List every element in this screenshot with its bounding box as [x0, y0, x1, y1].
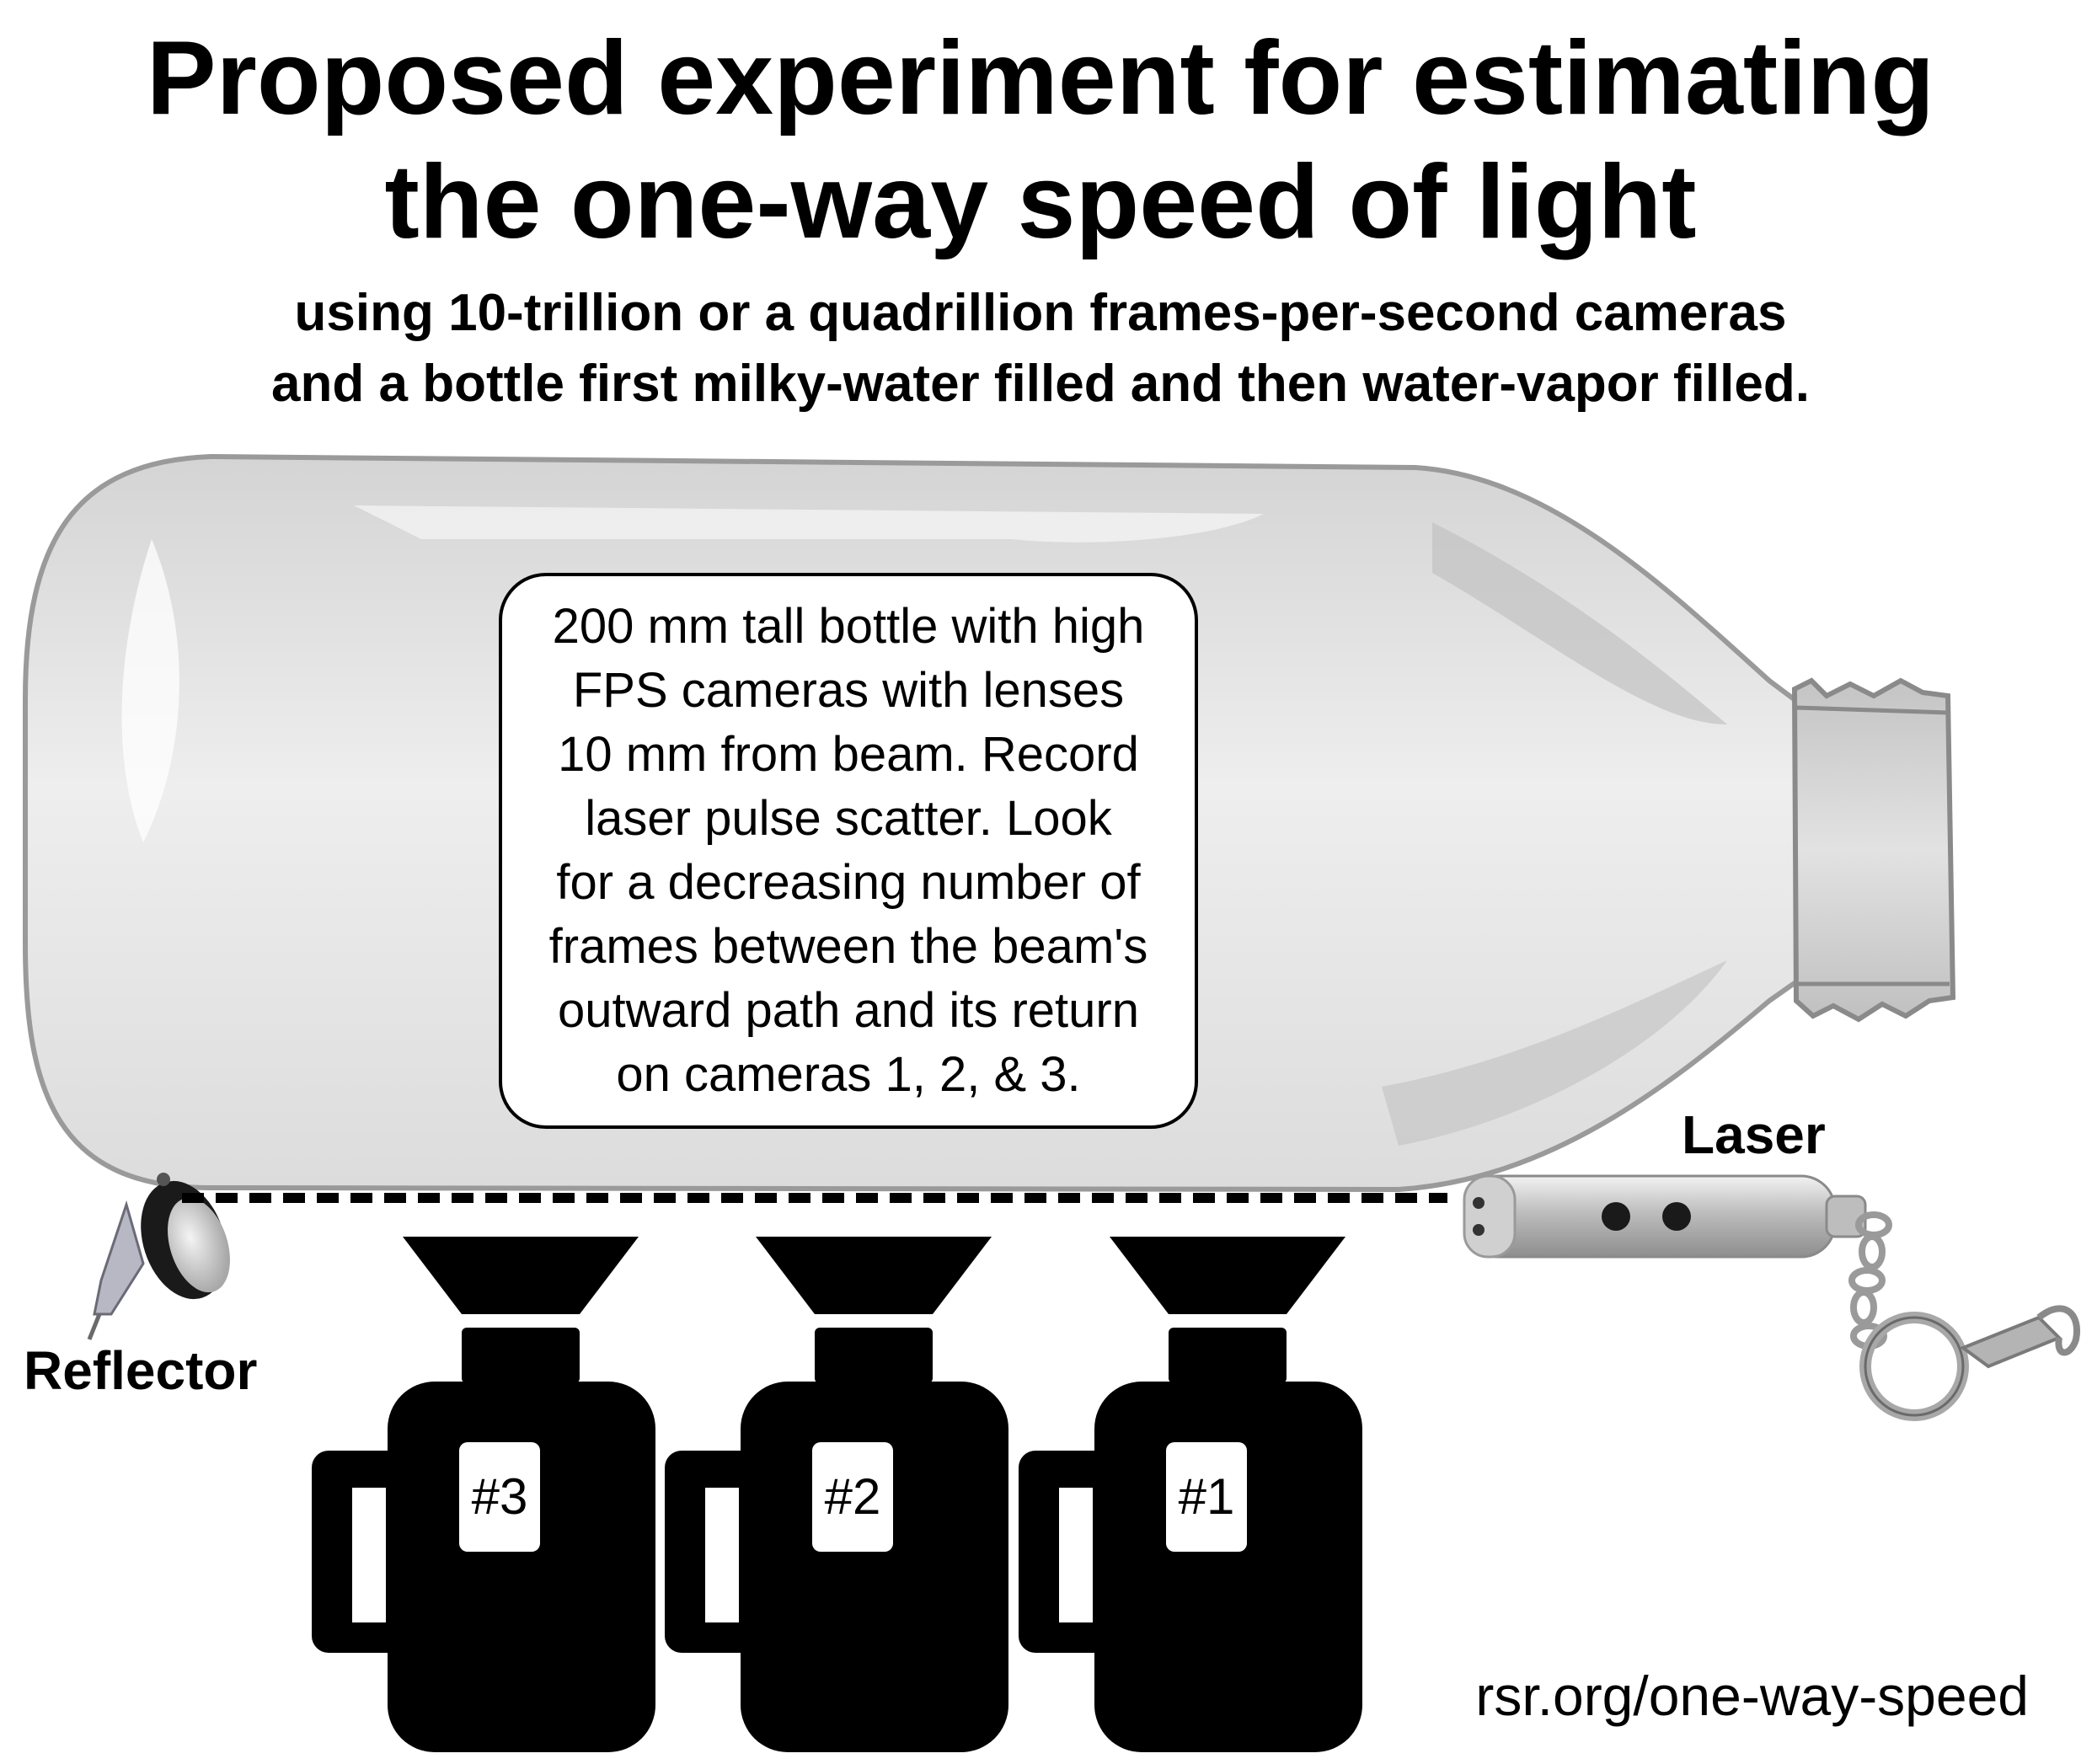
- camera-3-tag: #3: [459, 1442, 540, 1552]
- description-line: for a decreasing number of: [556, 855, 1141, 910]
- camera-3-icon: [312, 1237, 655, 1752]
- description-line: 10 mm from beam. Record: [558, 727, 1139, 782]
- subtitle-line-2: and a bottle first milky-water filled an…: [271, 355, 1810, 413]
- description-line: on cameras 1, 2, & 3.: [616, 1047, 1081, 1102]
- subtitle-line-1: using 10-trillion or a quadrillion frame…: [294, 284, 1787, 342]
- bottle-highlight: [354, 505, 1264, 543]
- description-line: FPS cameras with lenses: [572, 663, 1125, 718]
- source-url: rsr.org/one-way-speed: [1475, 1665, 2029, 1727]
- reflector-label: Reflector: [24, 1340, 258, 1401]
- bottle-neck: [1791, 677, 1956, 1023]
- bottle-neck-ring: [1795, 705, 1949, 715]
- title-line-2: the one-way speed of light: [384, 144, 1697, 260]
- description-line: frames between the beam's: [548, 919, 1148, 974]
- camera-2-icon: [665, 1237, 1008, 1752]
- laser-icon: [1463, 1174, 2081, 1421]
- bottle-shadow: [1382, 960, 1727, 1146]
- bottle-shadow: [1432, 522, 1727, 724]
- camera-2-tag: #2: [812, 1442, 893, 1552]
- description-line: outward path and its return: [558, 983, 1139, 1038]
- description-line: 200 mm tall bottle with high: [552, 599, 1145, 654]
- laser-label: Laser: [1682, 1104, 1826, 1165]
- reflector-icon: [87, 1173, 230, 1340]
- bottle-highlight: [121, 539, 179, 842]
- description-line: laser pulse scatter. Look: [585, 791, 1112, 846]
- camera-1-icon: [1019, 1237, 1362, 1752]
- title-line-1: Proposed experiment for estimating: [146, 20, 1935, 136]
- camera-1-tag: #1: [1166, 1442, 1247, 1552]
